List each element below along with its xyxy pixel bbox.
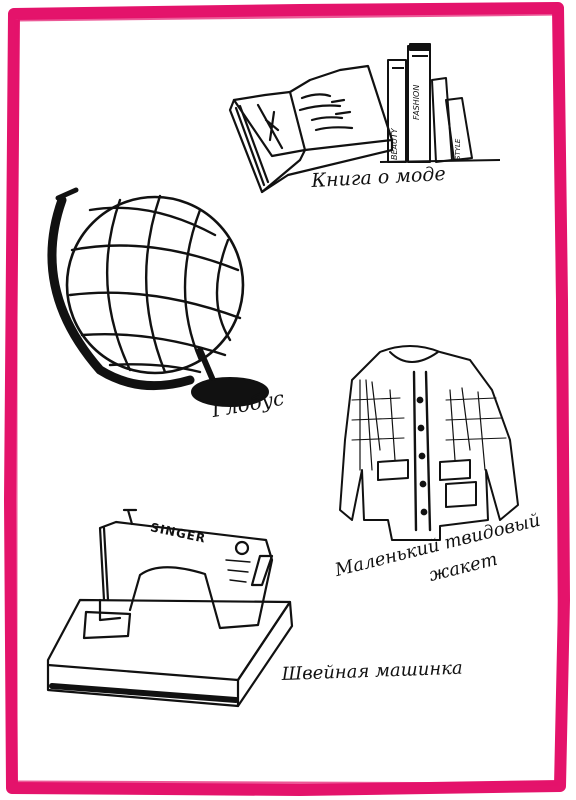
open-book-sketch [228,64,394,194]
standing-books-sketch [379,43,501,163]
pink-frame-inner-stroke [13,12,562,786]
sewing-machine-sketch [46,508,294,708]
book-spine-beauty: BEAUTY [390,128,399,160]
globe-sketch [47,187,269,407]
pink-frame-border [4,2,570,796]
book-spine-style: STYLE [454,138,462,160]
tweed-jacket-sketch [339,345,519,541]
book-spine-fashion: FASHION [412,84,421,120]
